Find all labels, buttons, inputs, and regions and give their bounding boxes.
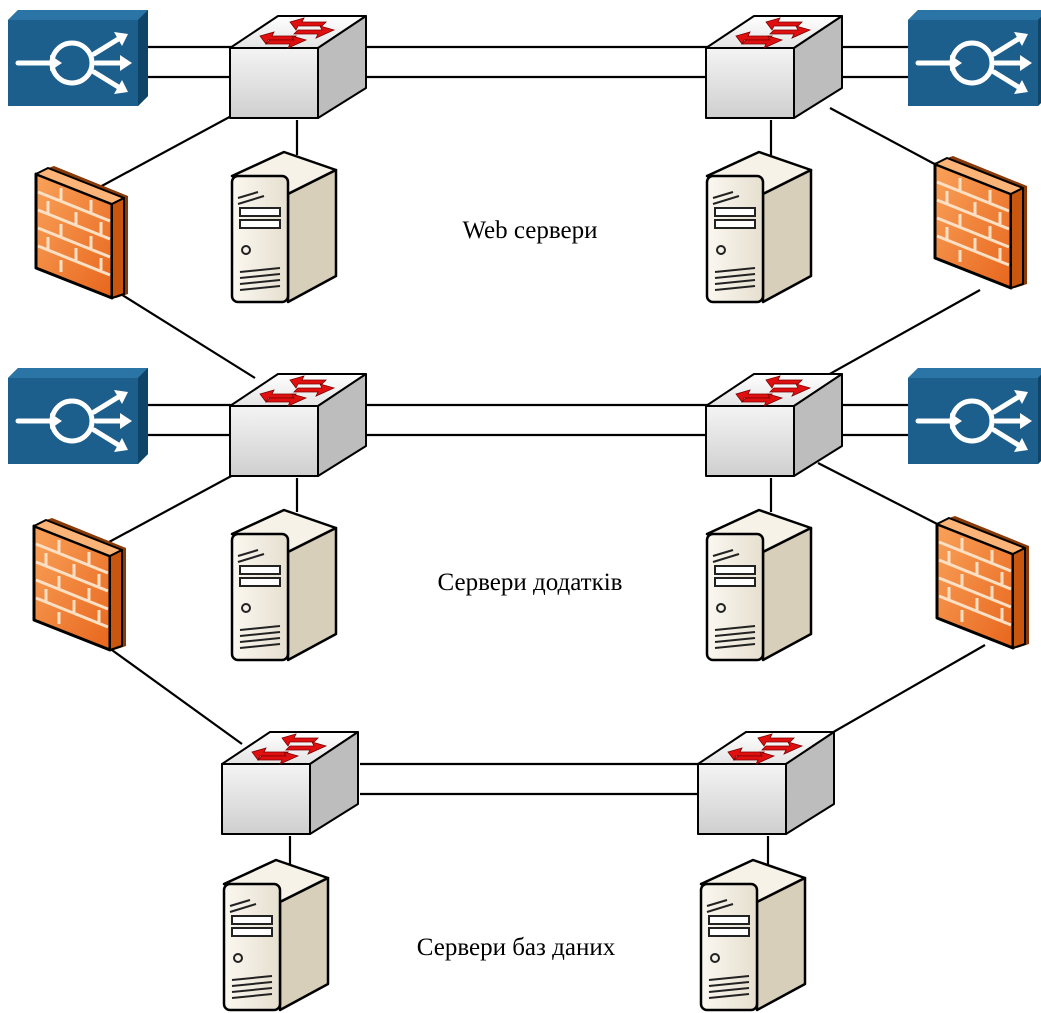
tier-label-web: Web сервери — [462, 217, 597, 244]
network-switch-icon — [229, 15, 367, 119]
server-tower-icon — [705, 150, 813, 304]
network-links — [97, 45, 986, 870]
tier-label-app: Сервери додатків — [438, 569, 623, 596]
network-switch-icon — [705, 373, 843, 477]
tier-label-db: Сервери баз даних — [417, 934, 616, 961]
server-tower-icon — [230, 508, 338, 662]
firewall-icon — [933, 154, 1029, 290]
server-tower-icon — [222, 858, 330, 1012]
server-tower-icon — [705, 508, 813, 662]
firewall-icon — [34, 164, 130, 300]
tier-web: Web сервери — [8, 10, 1041, 304]
load-balancer-icon — [908, 10, 1041, 106]
tier-db: Сервери баз даних — [221, 731, 835, 1012]
tier-app: Сервери додатків — [8, 368, 1041, 662]
server-tower-icon — [699, 858, 807, 1012]
load-balancer-icon — [8, 10, 148, 106]
network-switch-icon — [229, 373, 367, 477]
network-switch-icon — [705, 15, 843, 119]
load-balancer-icon — [908, 368, 1041, 464]
server-tower-icon — [230, 150, 338, 304]
firewall-icon — [935, 514, 1031, 650]
network-switch-icon — [697, 731, 835, 835]
firewall-icon — [32, 516, 128, 652]
load-balancer-icon — [8, 368, 148, 464]
network-switch-icon — [221, 731, 359, 835]
